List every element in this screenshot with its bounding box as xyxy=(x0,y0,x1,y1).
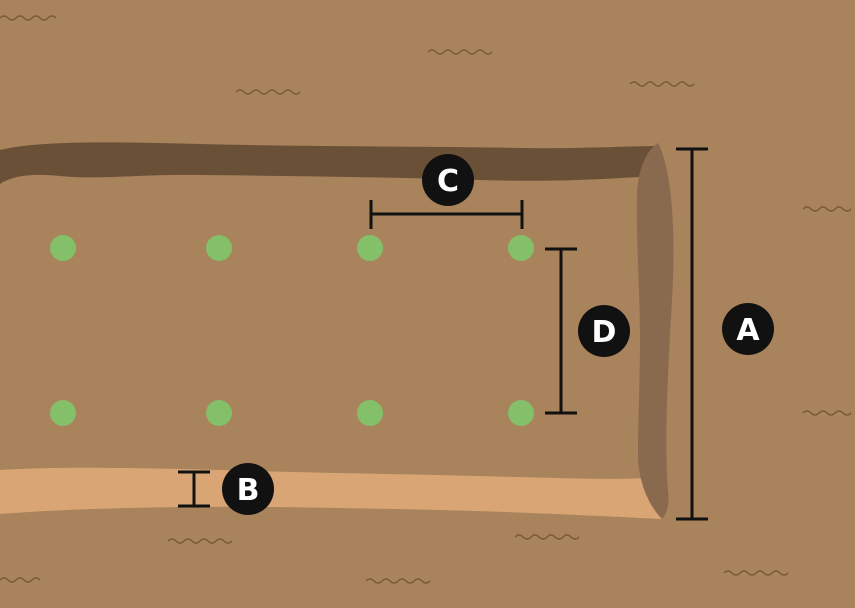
plant-dot xyxy=(206,400,232,426)
plant-dot xyxy=(508,235,534,261)
label-b: B xyxy=(237,473,260,508)
plant-grid xyxy=(50,235,534,426)
soil-squiggle xyxy=(427,49,493,55)
label-c-badge xyxy=(422,154,474,206)
top-mound xyxy=(0,142,660,184)
plant-dot xyxy=(357,400,383,426)
soil-squiggle xyxy=(0,15,57,21)
soil-squiggle xyxy=(0,577,41,583)
label-d: D xyxy=(592,315,617,350)
bottom-trench xyxy=(0,467,662,519)
soil-squiggle xyxy=(167,538,233,544)
soil-squiggle xyxy=(629,81,695,87)
plant-dot xyxy=(50,235,76,261)
label-b-badge xyxy=(222,463,274,515)
dimension-d: D xyxy=(545,247,630,415)
plant-dot xyxy=(206,235,232,261)
soil-texture xyxy=(0,15,852,584)
soil-squiggle xyxy=(365,578,431,584)
plant-dot xyxy=(508,400,534,426)
dimension-c: C xyxy=(369,154,524,229)
soil-squiggle xyxy=(514,534,580,540)
dimension-b: B xyxy=(178,463,274,515)
soil-squiggle xyxy=(723,570,789,576)
right-mound xyxy=(636,143,674,519)
label-a-badge xyxy=(722,303,774,355)
label-a: A xyxy=(736,313,760,348)
label-c: C xyxy=(437,164,459,199)
plant-dot xyxy=(50,400,76,426)
dimension-a: A xyxy=(676,147,774,521)
label-d-badge xyxy=(578,305,630,357)
soil-squiggle xyxy=(802,206,852,212)
soil-squiggle xyxy=(802,410,852,416)
soil-squiggle xyxy=(235,89,301,95)
plant-dot xyxy=(357,235,383,261)
